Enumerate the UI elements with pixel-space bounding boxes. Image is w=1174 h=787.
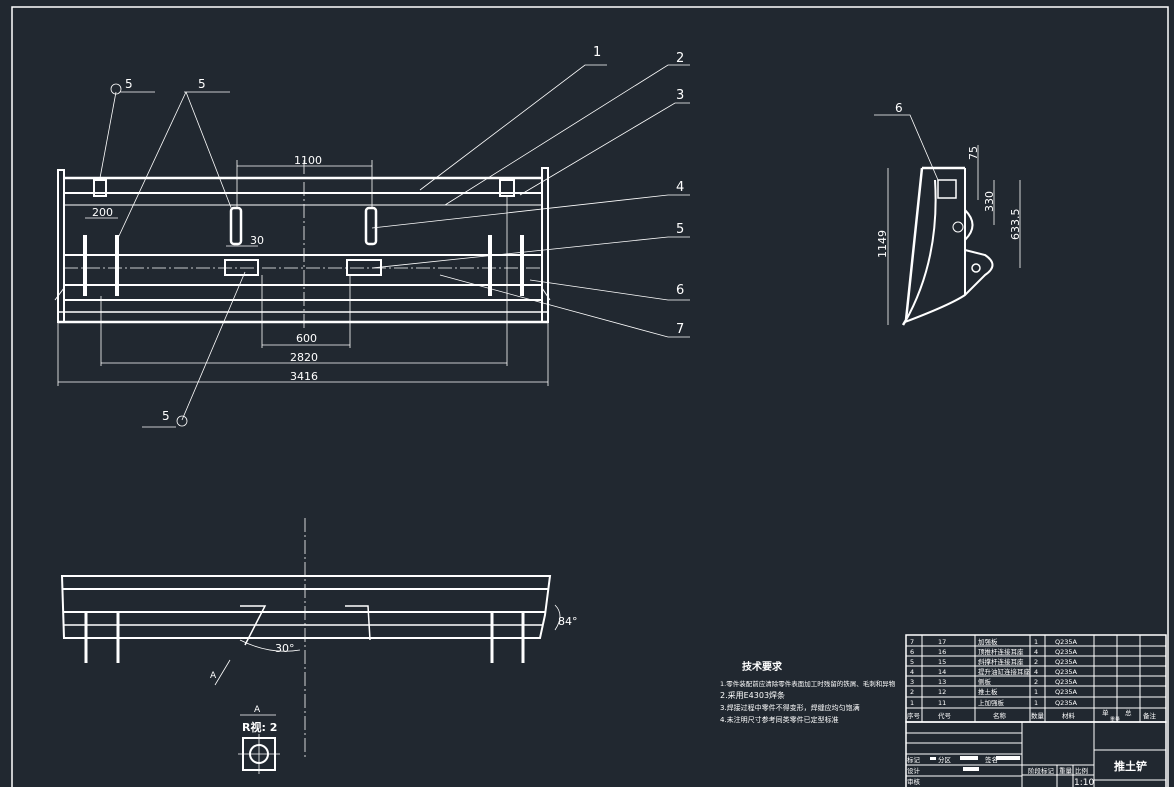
weld-symbol-mid: 5 [198, 77, 206, 91]
dim-75: 75 [967, 146, 980, 160]
weld-symbol-bottom: 5 [162, 409, 170, 423]
dim-633-5: 633.5 [1009, 209, 1022, 241]
part-qty: 1 [1034, 699, 1038, 707]
part-name: 上加强板 [978, 698, 1005, 707]
header-qty: 数量 [1031, 711, 1045, 720]
angle-30: 30° [275, 642, 295, 655]
part-qty: 1 [1034, 688, 1038, 696]
part-no: 5 [910, 658, 914, 666]
part-code: 16 [938, 648, 946, 656]
detail-marker: A [254, 705, 261, 715]
dim-600: 600 [296, 332, 317, 345]
part-code: 17 [938, 638, 946, 646]
part-code: 11 [938, 699, 946, 707]
balloon-leaders [99, 64, 690, 428]
part-no: 4 [910, 668, 914, 676]
dim-1100: 1100 [294, 154, 322, 167]
part-material: Q235A [1055, 648, 1078, 656]
detail-view-a [238, 734, 280, 774]
header-weight: 重量 [1110, 716, 1120, 723]
part-name: 斜撑杆连接耳座 [978, 657, 1024, 666]
header-total: 总 [1125, 708, 1132, 717]
header-code: 代号 [938, 711, 952, 720]
header-remark: 备注 [1143, 711, 1157, 720]
part-name: 推土板 [978, 687, 998, 696]
label-check: 审核 [907, 777, 921, 786]
part-material: Q235A [1055, 638, 1078, 646]
part-material: Q235A [1055, 668, 1078, 676]
balloon-4: 4 [676, 180, 684, 195]
angle-84: 84° [558, 615, 578, 628]
parts-list [905, 634, 1167, 787]
label-scale: 比例 [1075, 766, 1088, 775]
part-no: 2 [910, 688, 914, 696]
balloon-1: 1 [593, 45, 601, 60]
tech-requirement-3: 3.焊接过程中零件不得变形，焊缝应均匀饱满 [720, 703, 860, 712]
dim-30: 30 [250, 234, 264, 247]
label-stage: 阶段标记 [1028, 766, 1055, 775]
balloon-6: 6 [676, 283, 684, 298]
part-material: Q235A [1055, 688, 1078, 696]
balloon-5: 5 [676, 222, 684, 237]
balloon-2: 2 [676, 51, 684, 66]
part-code: 12 [938, 688, 946, 696]
drawing-border [11, 6, 1169, 787]
side-view [874, 114, 1021, 326]
dim-330: 330 [983, 191, 996, 212]
part-material: Q235A [1055, 699, 1078, 707]
part-no: 1 [910, 699, 914, 707]
weld-symbol-side: 6 [895, 101, 903, 115]
part-code: 13 [938, 678, 946, 686]
part-name: 加强板 [978, 637, 998, 646]
part-material: Q235A [1055, 658, 1078, 666]
part-no: 3 [910, 678, 914, 686]
part-qty: 2 [1034, 658, 1038, 666]
part-code: 14 [938, 668, 946, 676]
header-single: 单 [1102, 708, 1109, 717]
part-qty: 1 [1034, 638, 1038, 646]
top-view [60, 518, 561, 760]
front-dimensions [57, 160, 549, 386]
tech-requirement-4: 4.未注明尺寸参考同类零件已定型标准 [720, 715, 839, 724]
section-marker-a: A [210, 671, 217, 681]
part-qty: 4 [1034, 648, 1038, 656]
weld-symbol-left: 5 [125, 77, 133, 91]
dim-2820: 2820 [290, 351, 318, 364]
front-view [54, 160, 551, 330]
tech-requirement-2: 2.采用E4303焊条 [720, 690, 785, 700]
dim-1149: 1149 [876, 230, 889, 258]
part-name: 侧板 [978, 677, 992, 686]
title-block: 标记 分区 签名 设计 审核 阶段标记 重量 比例 1:10 推土铲 [907, 755, 1147, 787]
balloon-7: 7 [676, 322, 684, 337]
tech-requirements-title: 技术要求 [742, 660, 783, 673]
label-weight: 重量 [1059, 767, 1073, 775]
part-name: 顶推杆连接耳座 [978, 647, 1024, 656]
parts-list-rows: 7 17 加强板 1 Q235A 6 16 顶推杆连接耳座 4 Q235A 5 … [907, 637, 1157, 723]
balloon-3: 3 [676, 88, 684, 103]
part-code: 15 [938, 658, 946, 666]
detail-label: R视: 2 [242, 720, 277, 734]
part-qty: 4 [1034, 668, 1038, 676]
dim-200: 200 [92, 206, 113, 219]
tech-requirement-1: 1.零件装配前应清除零件表面加工时残留的铁屑、毛刺和异物 [720, 679, 896, 688]
part-material: Q235A [1055, 678, 1078, 686]
scale-value: 1:10 [1074, 778, 1094, 787]
drawing-title: 推土铲 [1114, 759, 1147, 773]
header-material: 材料 [1062, 711, 1076, 720]
label-divisions: 分区 [938, 755, 952, 764]
label-sign: 签名 [985, 755, 998, 764]
part-name: 提升油缸连接耳座 [978, 667, 1031, 676]
part-no: 7 [910, 638, 914, 646]
part-qty: 2 [1034, 678, 1038, 686]
part-no: 6 [910, 648, 914, 656]
header-name: 名称 [993, 711, 1007, 720]
header-no: 序号 [907, 711, 921, 720]
label-design: 设计 [907, 766, 921, 775]
label-mark: 标记 [907, 755, 921, 764]
dim-3416: 3416 [290, 370, 318, 383]
